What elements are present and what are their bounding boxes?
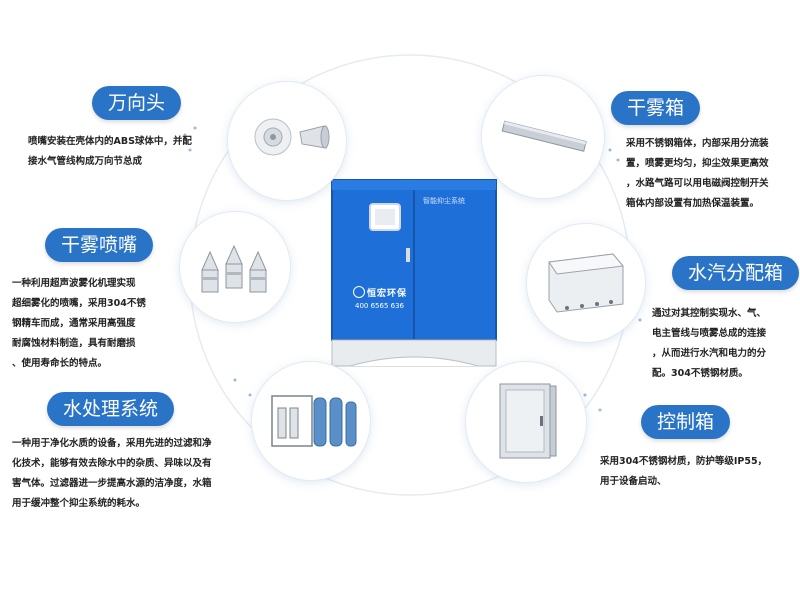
component-desc-dry-fog-nozzle: 一种利用超声波雾化机理实现 超细雾化的喷嘴，采用304不锈 钢精车而成，通常采用…	[12, 278, 146, 369]
cabinet-logo-icon	[353, 286, 365, 298]
component-desc-dry-fog-box: 采用不锈钢箱体，内部采用分流装 置，喷雾更均匀，抑尘效果更高效 ，水路气路可以用…	[626, 138, 769, 209]
dry-fog-box-image	[482, 76, 604, 198]
universal-joint-image	[228, 82, 346, 200]
component-title-dry-fog-box: 干雾箱	[611, 91, 701, 125]
water-air-distribution-box-image	[527, 224, 645, 342]
component-desc-water-air-box: 通过对其控制实现水、气、 电主管线与喷雾总成的连接 ，从而进行水汽和电力的分 配…	[652, 308, 767, 379]
water-treatment-system-image	[252, 362, 370, 480]
component-title-control-box: 控制箱	[641, 405, 731, 439]
component-title-water-air-box: 水汽分配箱	[672, 256, 800, 290]
component-title-water-treatment: 水处理系统	[47, 392, 175, 426]
component-desc-control-box: 采用304不锈钢材质，防护等级IP55， 用于设备启动、	[600, 456, 768, 487]
component-title-universal-joint: 万向头	[92, 86, 182, 120]
cabinet-brand: 恒宏环保	[367, 289, 408, 299]
cabinet-panel-label: 智能抑尘系统	[423, 197, 465, 205]
component-desc-universal-joint: 喷嘴安装在壳体内的ABS球体中，并配 接水气管线构成万向节总成	[28, 136, 192, 167]
dry-fog-nozzle-image	[180, 212, 290, 322]
component-title-dry-fog-nozzle: 干雾喷嘴	[45, 228, 154, 262]
component-desc-water-treatment: 一种用于净化水质的设备，采用先进的过滤和净 化技术，能够有效去除水中的杂质、异味…	[12, 438, 212, 509]
cabinet-phone: 400 6565 636	[355, 302, 404, 310]
control-box-image	[466, 362, 586, 482]
dust-suppression-cabinet	[331, 179, 497, 367]
